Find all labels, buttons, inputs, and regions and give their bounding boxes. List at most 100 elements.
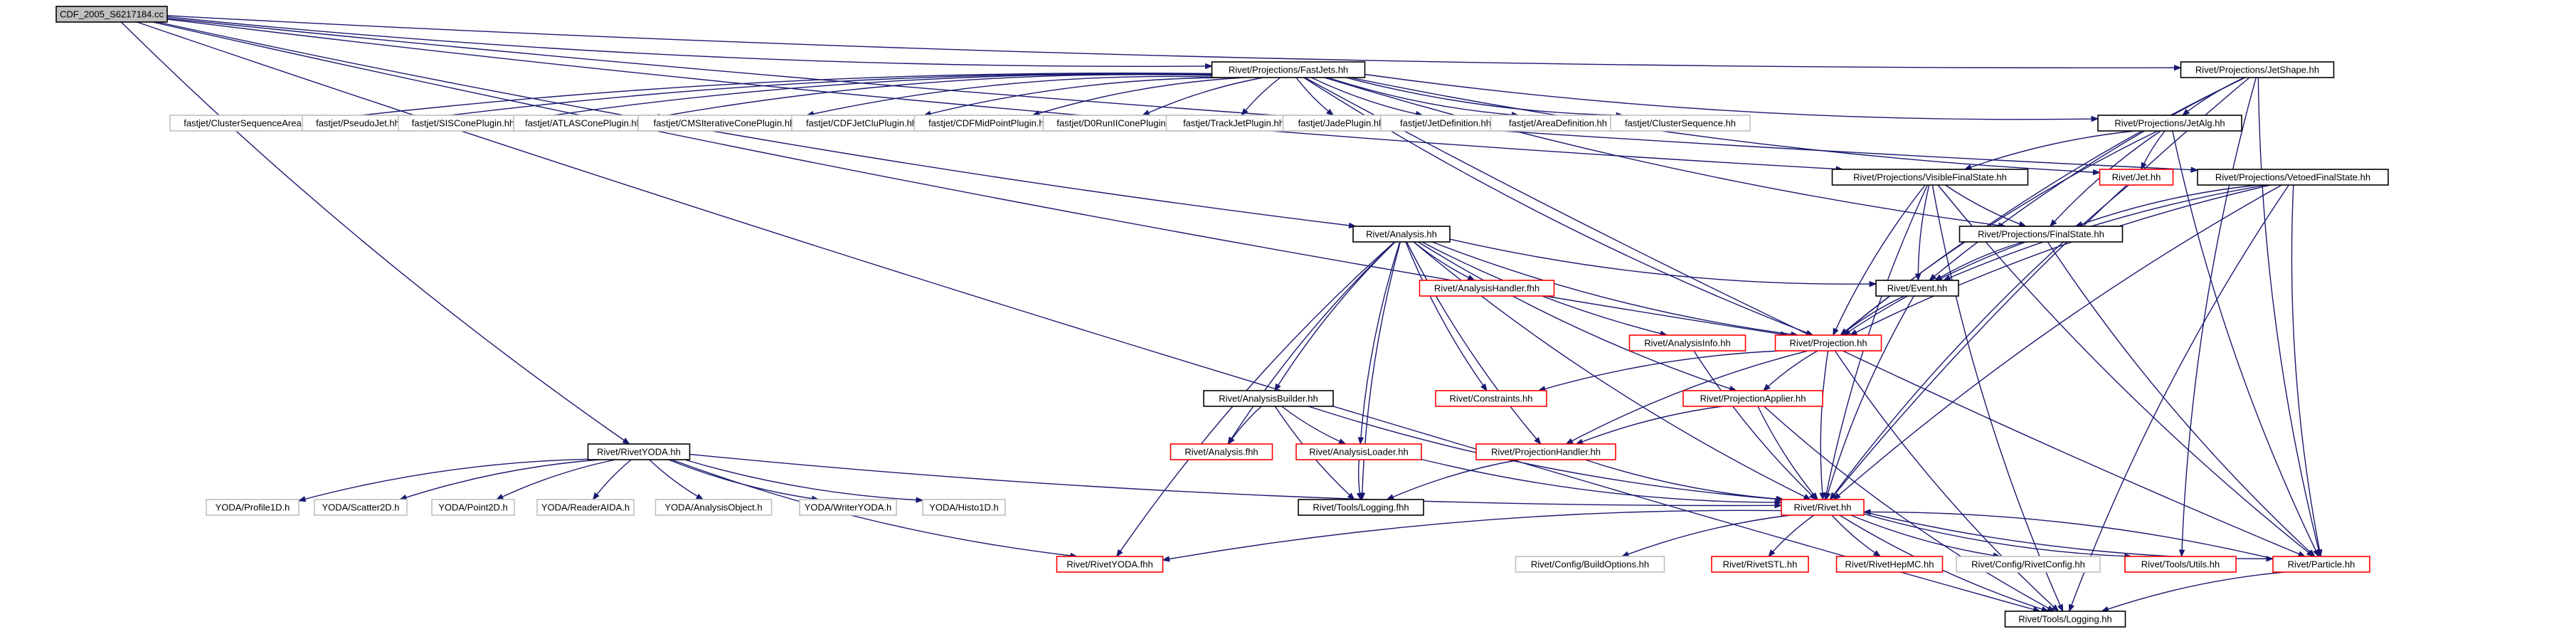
edge-jetshape-to-jetalg [2181,77,2245,116]
edge-rivetyoda-to-prof [297,458,588,502]
node-adef: fastjet/AreaDefinition.hh [1490,115,1626,132]
node-particle[interactable]: Rivet/Particle.hh [2272,556,2370,573]
node-box [1475,443,1616,460]
node-afhh[interactable]: Rivet/Analysis.fhh [1170,443,1273,460]
node-label: YODA/ReaderAIDA.h [541,502,630,513]
node-box [2180,61,2335,78]
edge-analysis-to-aloader [1357,241,1401,445]
node-wyoda: YODA/WriterYODA.h [799,499,897,516]
edge-event-to-proj [1840,295,1905,336]
edge-vetoed-to-loghh [2068,184,2289,613]
edge-phandler-to-rivethh [1584,459,1785,502]
edge-rivetyoda-to-raida [592,459,632,501]
node-logfhh[interactable]: Rivet/Tools/Logging.fhh [1298,499,1424,516]
node-fastjets[interactable]: Rivet/Projections/FastJets.hh [1211,61,1366,78]
node-rhepmc[interactable]: Rivet/RivetHepMC.hh [1835,556,1944,573]
node-label: Rivet/AnalysisLoader.hh [1309,447,1408,458]
node-label: Rivet/RivetYODA.fhh [1066,559,1152,570]
edge-rivethh-to-rstl [1768,514,1815,558]
node-phandler[interactable]: Rivet/ProjectionHandler.hh [1475,443,1616,460]
edge-proj-to-loghh [1834,350,2060,612]
node-label: fastjet/ClusterSequenceArea.hh [184,118,314,129]
node-jet[interactable]: Rivet/Jet.hh [2099,169,2174,186]
node-papplier[interactable]: Rivet/ProjectionApplier.hh [1682,390,1823,407]
node-abuilder[interactable]: Rivet/AnalysisBuilder.hh [1203,390,1334,407]
node-csa: fastjet/ClusterSequenceArea.hh [169,115,329,132]
node-root: CDF_2005_S6217184.cc [55,6,168,23]
node-tutils[interactable]: Rivet/Tools/Utils.hh [2124,556,2237,573]
node-rivethh[interactable]: Rivet/Rivet.hh [1781,499,1865,516]
edge-phandler-to-logfhh [1386,459,1520,500]
node-box [1774,334,1882,352]
node-jetshape[interactable]: Rivet/Projections/JetShape.hh [2180,61,2335,78]
node-label: Rivet/Particle.hh [2288,559,2355,570]
node-rstl[interactable]: Rivet/RivetSTL.hh [1711,556,1809,573]
node-fs[interactable]: Rivet/Projections/FinalState.hh [1958,226,2124,243]
node-ainfo[interactable]: Rivet/AnalysisInfo.hh [1628,334,1747,352]
node-cdfmp: fastjet/CDFMidPointPlugin.hh [913,115,1064,132]
edges-layer [120,15,2323,613]
node-label: fastjet/CMSIterativeConePlugin.hh [654,118,795,129]
node-label: Rivet/Analysis.hh [1366,229,1437,240]
node-box [1056,556,1164,573]
edge-jetalg-to-visfs [1963,130,2136,170]
edge-visfs-to-event [1914,184,1930,282]
node-aloader[interactable]: Rivet/AnalysisLoader.hh [1295,443,1422,460]
node-loghh[interactable]: Rivet/Tools/Logging.hh [2004,611,2126,628]
node-label: YODA/Profile1D.h [216,502,290,513]
edge-visfs-to-loghh [1931,184,2064,613]
edge-fastjets-to-adef [1327,77,1520,118]
node-atl: fastjet/ATLASConePlugin.hh [513,115,654,132]
node-raida: YODA/ReaderAIDA.h [536,499,635,516]
node-label: Rivet/Jet.hh [2112,172,2161,183]
edge-aloader-to-logfhh [1356,459,1363,501]
node-rivetyoda[interactable]: Rivet/RivetYODA.hh [587,443,691,460]
edge-proj-to-papplier [1762,350,1818,391]
node-box [1682,390,1823,407]
node-jade: fastjet/JadePlugin.hh [1282,115,1400,132]
node-label: YODA/Histo1D.h [929,502,999,513]
node-label: YODA/AnalysisObject.h [664,502,762,513]
edge-papplier-to-phandler [1575,406,1723,445]
node-proj[interactable]: Rivet/Projection.hh [1774,334,1882,352]
node-vetoed[interactable]: Rivet/Projections/VetoedFinalState.hh [2197,169,2389,186]
edge-fastjets-to-jet [1350,77,2101,176]
edge-fastjets-to-atl [652,74,1212,120]
edge-rivethh-to-bopts [1621,514,1791,557]
node-label: fastjet/ATLASConePlugin.hh [525,118,642,129]
edge-root-to-jetshape [166,15,2182,71]
edge-abuilder-to-afhh [1227,406,1262,445]
edge-fastjets-to-cdfmp [1032,77,1245,117]
node-ahandler[interactable]: Rivet/AnalysisHandler.fhh [1419,280,1555,297]
node-label: fastjet/JadePlugin.hh [1298,118,1384,129]
node-ryfhh[interactable]: Rivet/RivetYODA.fhh [1056,556,1164,573]
node-label: Rivet/AnalysisHandler.fhh [1434,283,1539,294]
node-event[interactable]: Rivet/Event.hh [1875,280,1959,297]
node-box [1711,556,1809,573]
node-box [1956,556,2101,573]
node-label: YODA/Point2D.h [438,502,508,513]
node-analysis[interactable]: Rivet/Analysis.hh [1352,226,1451,243]
node-box [2197,169,2389,186]
edge-fastjets-to-sis [526,73,1212,121]
node-sc2d: YODA/Scatter2D.h [314,499,408,516]
node-box [922,499,1006,516]
node-box [1419,280,1555,297]
edge-rivetyoda-to-rivethh [689,453,1783,509]
node-label: YODA/Scatter2D.h [322,502,399,513]
node-rconf: Rivet/Config/RivetConfig.hh [1956,556,2101,573]
node-label: fastjet/TrackJetPlugin.hh [1183,118,1284,129]
node-bopts: Rivet/Config/BuildOptions.hh [1515,556,1665,573]
edge-analysis-to-ahandler [1413,241,1475,281]
node-visfs[interactable]: Rivet/Projections/VisibleFinalState.hh [1831,169,2029,186]
edge-particle-to-loghh [2101,571,2285,612]
node-label: YODA/WriterYODA.h [805,502,892,513]
node-box [587,443,691,460]
edge-event-to-rivethh [1825,295,1914,501]
node-constr[interactable]: Rivet/Constraints.hh [1435,390,1547,407]
edge-rivetyoda-to-h1d [684,459,924,503]
node-label: Rivet/Projections/VisibleFinalState.hh [1853,172,2007,183]
node-jetalg[interactable]: Rivet/Projections/JetAlg.hh [2097,115,2242,132]
edge-abuilder-to-aloader [1281,406,1347,445]
